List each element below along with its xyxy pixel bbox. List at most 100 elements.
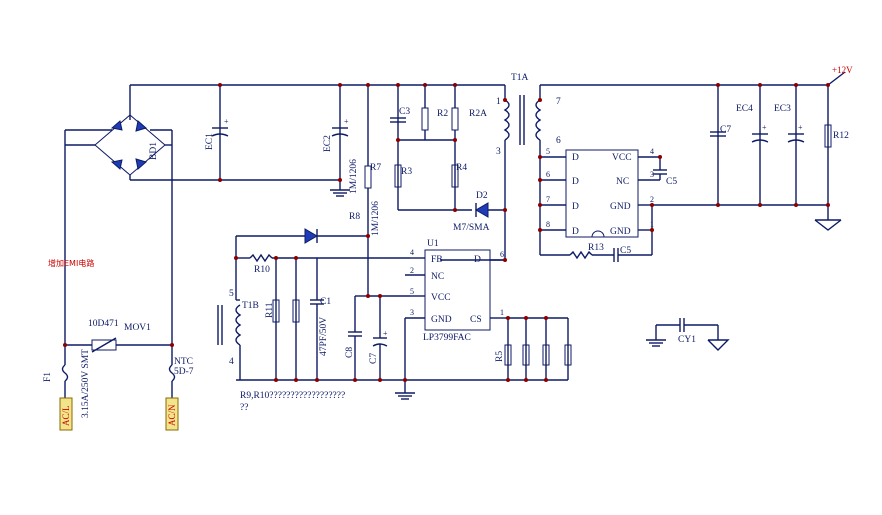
c3-label: C3	[399, 107, 410, 117]
ec4-label: EC4	[736, 104, 753, 114]
u1-pin-nc: NC	[431, 272, 444, 282]
u1-pinnum-3: 3	[410, 308, 414, 317]
r9r10-note: R9,R10??????????????????	[240, 391, 345, 401]
u2-pin-d1: D	[572, 153, 579, 163]
u1-pinnum-4: 4	[410, 248, 414, 257]
svg-text:+: +	[224, 117, 229, 126]
t1a-pin7: 7	[556, 97, 561, 107]
u2-pin-gnd2: GND	[610, 227, 631, 237]
r2a-label: R2A	[469, 109, 487, 119]
r8-value: 1M/1206	[371, 201, 381, 236]
ec2-label: EC2	[323, 135, 333, 152]
r12-label: R12	[833, 131, 849, 141]
sync-rectifier-ic: D D D D VCC NC GND GND 5 6 7 8 4 3 2 1 C…	[539, 140, 677, 262]
capacitor-cy1: CY1	[646, 318, 730, 351]
u1-pin-d: D	[474, 255, 481, 265]
u2-pinnum-4: 4	[650, 147, 654, 156]
acn-terminal	[165, 397, 179, 431]
transformer-t1a: T1A 1 3 7 6	[440, 73, 561, 261]
t1b-pin5: 5	[229, 289, 234, 299]
acl-label: AC/L	[61, 405, 71, 426]
sense-resistors: R5	[495, 317, 572, 380]
startup-resistors: R7 1M/1206 R8 1M/1206	[349, 159, 381, 296]
r13-label: R13	[588, 243, 604, 253]
u2-pin-d3: D	[572, 202, 579, 212]
bottom-ground-rail	[236, 379, 568, 400]
svg-text:+: +	[383, 329, 388, 338]
mov-value: 10D471	[88, 319, 119, 329]
mov1-label: MOV1	[124, 323, 151, 333]
u2-pin-gnd1: GND	[610, 202, 631, 212]
c7r-label: C7	[720, 125, 731, 135]
t1a-pin3: 3	[496, 147, 501, 157]
u1-pin-gnd: GND	[431, 315, 452, 325]
c1-value: 47PF/50V	[319, 317, 329, 356]
u2-pinnum-5: 5	[546, 147, 550, 156]
c5a-label: C5	[666, 177, 677, 187]
top-rail	[129, 84, 506, 185]
u2-pinnum-3: 3	[650, 170, 654, 179]
bridge-rectifier-bd1: BD1	[64, 114, 340, 345]
r10-label: R10	[254, 265, 270, 275]
t1b-label: T1B	[242, 301, 259, 311]
r11-label: R11	[265, 302, 275, 318]
u1-pinnum-2: 2	[410, 266, 414, 275]
u2-pinnum-1: 1	[650, 220, 654, 229]
u1-pin-vcc: VCC	[431, 293, 451, 303]
u1-part: LP3799FAC	[423, 333, 471, 343]
capacitor-ec1: + EC1	[205, 117, 229, 150]
c7-label: C7	[369, 353, 379, 364]
svg-text:+: +	[762, 123, 767, 132]
u1-pinnum-6: 6	[500, 250, 504, 259]
u2-pinnum-8: 8	[546, 220, 550, 229]
capacitor-ec2: + EC2	[323, 117, 349, 152]
d2-value: M7/SMA	[453, 223, 490, 233]
f1-label: F1	[43, 372, 53, 382]
u2-pin-d4: D	[572, 227, 579, 237]
r2-label: R2	[437, 109, 448, 119]
plus12v-label: +12V	[832, 65, 853, 75]
bd1-label: BD1	[149, 142, 159, 160]
junction-dots	[63, 83, 830, 382]
u2-pinnum-7: 7	[546, 195, 550, 204]
ntc-value: 5D-7	[174, 367, 194, 377]
aux-feedback: R10 增加EMI电路 R11 C1 47PF/50V	[48, 228, 410, 380]
t1a-pin6: 6	[556, 136, 561, 146]
ground-symbol-1	[330, 185, 350, 197]
ec3-label: EC3	[774, 104, 791, 114]
vcc-capacitors: C8 + C7	[345, 295, 410, 380]
r7-label: R7	[370, 163, 381, 173]
secondary-rails: +12V C7 + EC4 + EC3 R12	[539, 65, 853, 231]
c1-label: C1	[320, 297, 331, 307]
u2-pin-d2: D	[572, 177, 579, 187]
r7-value: 1M/1206	[349, 159, 359, 194]
acl-terminal	[59, 397, 73, 431]
controller-u1: U1 LP3799FAC FB NC VCC GND D CS 4 2 5 3 …	[405, 239, 505, 343]
u1-label: U1	[427, 239, 439, 249]
t1a-label: T1A	[511, 73, 529, 83]
u1-pinnum-1: 1	[500, 308, 504, 317]
transformer-t1b: T1B 5 4	[217, 289, 259, 380]
r9r10-note-2: ??	[240, 403, 248, 413]
svg-text:+: +	[798, 123, 803, 132]
emi-note: 增加EMI电路	[48, 258, 94, 268]
svg-text:+: +	[344, 117, 349, 126]
u1-pin-cs: CS	[470, 315, 482, 325]
t1a-pin1: 1	[496, 97, 501, 107]
u1-pin-fb: FB	[431, 255, 443, 265]
d2-label: D2	[476, 191, 488, 201]
cy1-label: CY1	[678, 335, 696, 345]
input-protection: 10D471 MOV1 F1 3.15A/250V SMT NTC 5D-7 A…	[43, 319, 194, 431]
u2-pin-vcc: VCC	[612, 153, 632, 163]
ntc-label: NTC	[174, 357, 193, 367]
u2-pin-nc: NC	[616, 177, 629, 187]
u2-pinnum-6: 6	[546, 170, 550, 179]
acn-label: AC/N	[167, 404, 177, 426]
f1-value: 3.15A/250V SMT	[81, 349, 91, 418]
c8-label: C8	[345, 347, 355, 358]
c5b-label: C5	[620, 246, 631, 256]
r5-label: R5	[495, 351, 505, 362]
r8-label: R8	[349, 212, 360, 222]
u1-pinnum-5: 5	[410, 287, 414, 296]
